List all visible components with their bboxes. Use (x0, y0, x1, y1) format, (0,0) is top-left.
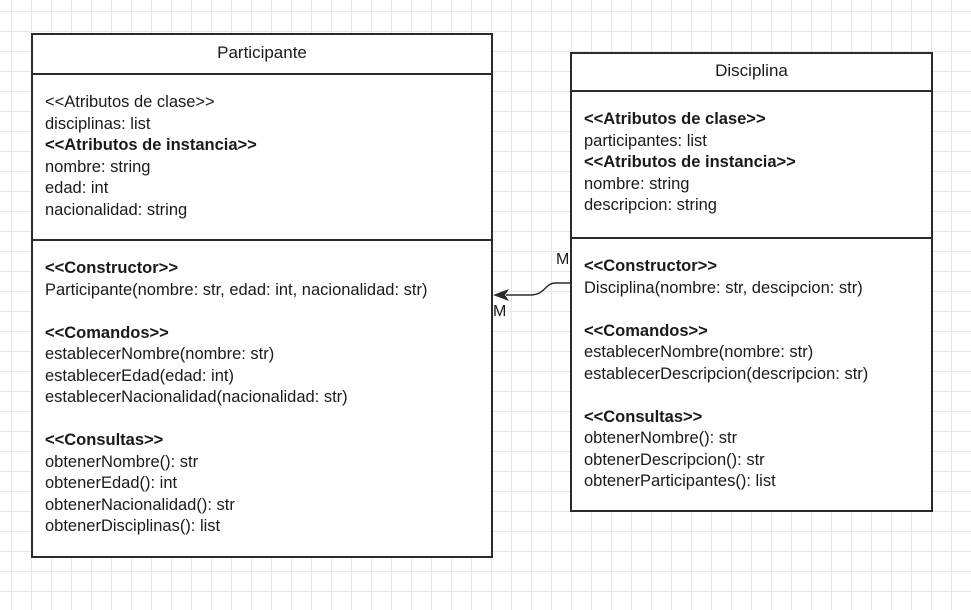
uml-member-line: <<Constructor>> (584, 257, 717, 275)
uml-member-line: <<Consultas>> (45, 431, 164, 449)
class-disciplina-title: Disciplina (572, 54, 931, 92)
uml-member-line: nombre: string (584, 174, 690, 193)
uml-member-line: <<Comandos>> (45, 323, 169, 342)
uml-member-line: <<Consultas>> (584, 407, 703, 426)
uml-member-line: Disciplina(nombre: str, descipcion: str) (584, 278, 863, 297)
uml-member-line: disciplinas: list (45, 114, 151, 133)
class-participante-attributes: <<Atributos de clase>> disciplinas: list <… (33, 75, 491, 241)
uml-member-line: establecerNombre(nombre: str) (45, 345, 275, 363)
uml-member-line: <<Comandos>> (584, 321, 708, 340)
uml-member-line: obtenerNacionalidad(): str (45, 495, 235, 514)
class-participante-methods: <<Constructor>> Participante(nombre: str,… (33, 241, 491, 538)
multiplicity-disciplina: M (556, 251, 570, 268)
uml-member-line: obtenerDisciplinas(): list (45, 517, 221, 535)
uml-member-line: establecerEdad(edad: int) (45, 366, 234, 385)
uml-member-line: establecerNacionalidad(nacionalidad: str… (45, 388, 348, 406)
uml-member-line: nombre: string (45, 157, 151, 176)
uml-member-line: nacionalidad: string (45, 200, 188, 219)
class-disciplina-attributes: <<Atributos de clase>> participantes: lis… (572, 92, 931, 239)
uml-member-line: <<Constructor>> (45, 259, 178, 277)
uml-member-line: <<Atributos de instancia>> (45, 136, 257, 154)
uml-member-line: edad: int (45, 179, 109, 197)
multiplicity-participante: M (493, 303, 507, 320)
uml-member-line: obtenerParticipantes(): list (584, 472, 776, 490)
uml-member-line: <<Atributos de clase>> (584, 110, 766, 128)
class-participante-title: Participante (33, 35, 491, 75)
association-line[interactable] (506, 282, 570, 296)
uml-member-line: <<Atributos de instancia>> (584, 153, 796, 171)
uml-member-line: participantes: list (584, 131, 707, 150)
association-arrowhead (493, 289, 509, 301)
class-participante[interactable]: Participante <<Atributos de clase>> disci… (31, 33, 493, 558)
uml-member-line: establecerNombre(nombre: str) (584, 343, 814, 361)
uml-member-line: descripcion: string (584, 196, 717, 214)
uml-member-line: obtenerNombre(): str (584, 429, 738, 447)
uml-member-line: Participante(nombre: str, edad: int, nac… (45, 280, 428, 299)
class-disciplina[interactable]: Disciplina <<Atributos de clase>> partici… (570, 52, 933, 512)
uml-member-line: establecerDescripcion(descripcion: str) (584, 364, 869, 383)
uml-member-line: <<Atributos de clase>> (45, 93, 215, 111)
uml-member-line: obtenerEdad(): int (45, 474, 178, 492)
uml-member-line: obtenerNombre(): str (45, 452, 199, 471)
uml-member-line: obtenerDescripcion(): str (584, 450, 765, 469)
class-disciplina-methods: <<Constructor>> Disciplina(nombre: str, d… (572, 239, 931, 493)
